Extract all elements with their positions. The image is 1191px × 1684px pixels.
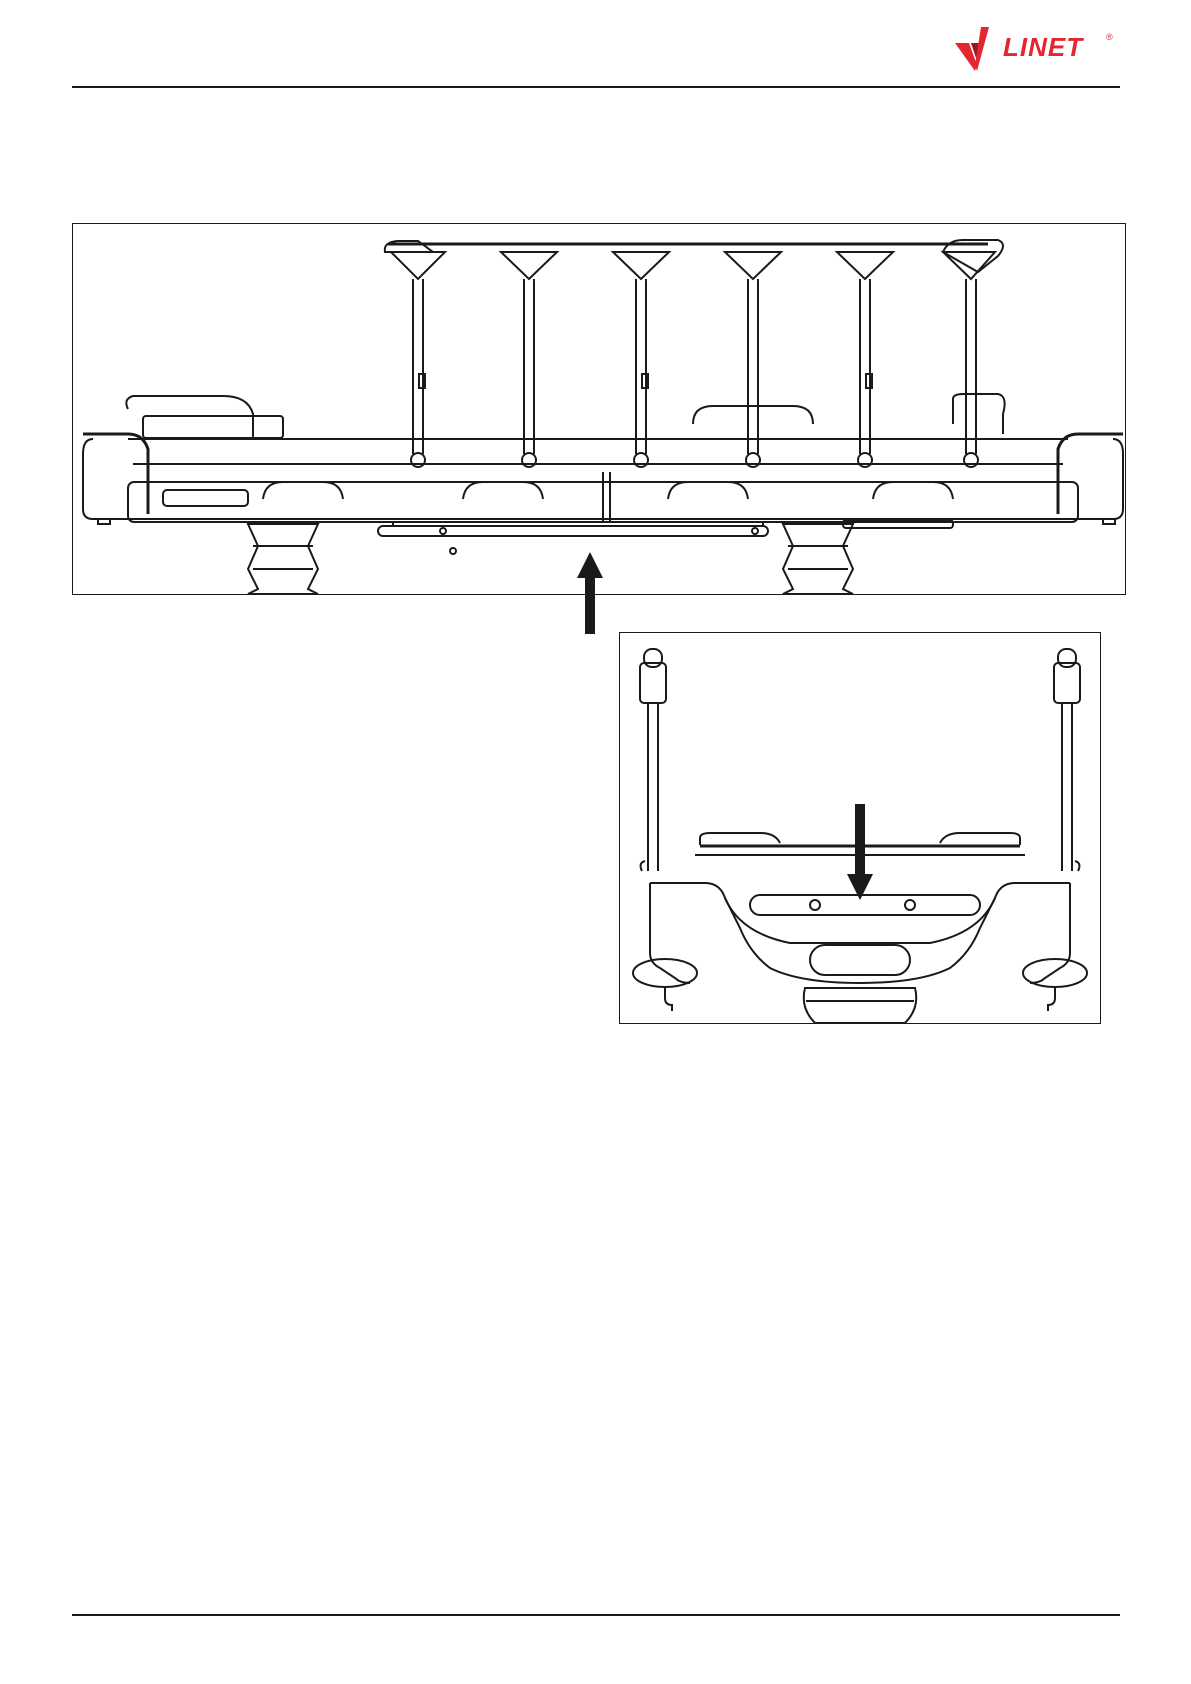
arrow-up-icon [577,552,603,634]
figure-end-view [619,632,1101,1024]
header-divider [72,86,1120,88]
bed-side-view-icon [73,224,1125,594]
footer-divider [72,1614,1120,1616]
brand-name: LINET [1003,32,1083,63]
brand-registered-mark: ® [1106,32,1113,42]
figure-side-view [72,223,1126,595]
arrow-down-icon [847,804,873,900]
linet-logo-mark-icon [955,25,1005,75]
